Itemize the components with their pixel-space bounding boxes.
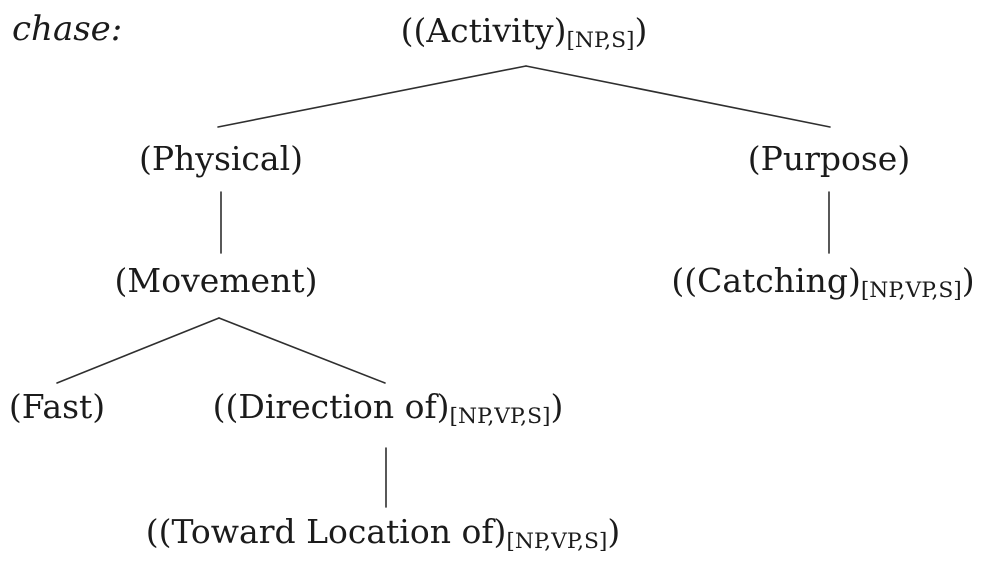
tree-node-direction-subscript: [NP,VP,S] <box>449 404 551 430</box>
tree-node-toward-subscript: [NP,VP,S] <box>506 529 608 555</box>
tree-node-fast: (Fast) <box>9 388 105 426</box>
tree-node-activity-close-paren: ) <box>634 11 648 50</box>
tree-node-toward: ((Toward Location of)[NP,VP,S]) <box>145 512 621 555</box>
word-label: chase: <box>12 9 123 49</box>
tree-node-direction-label: ((Direction of) <box>212 387 450 426</box>
tree-edge-movement-fast <box>56 317 220 384</box>
tree-node-activity: ((Activity)[NP,S]) <box>400 11 648 54</box>
tree-node-direction-close-paren: ) <box>550 387 564 426</box>
tree-node-catching: ((Catching)[NP,VP,S]) <box>671 261 975 304</box>
tree-node-toward-close-paren: ) <box>607 512 621 551</box>
tree-edge-activity-purpose <box>525 65 831 128</box>
tree-edge-activity-physical <box>217 65 527 128</box>
tree-node-activity-label: ((Activity) <box>400 11 567 50</box>
tree-node-physical-label: (Physical) <box>138 139 304 178</box>
tree-node-catching-label: ((Catching) <box>671 261 861 300</box>
tree-node-fast-label: (Fast) <box>8 387 106 426</box>
tree-node-activity-subscript: [NP,S] <box>566 28 635 54</box>
tree-node-physical: (Physical) <box>139 140 303 178</box>
tree-node-catching-close-paren: ) <box>961 261 975 300</box>
tree-node-movement: (Movement) <box>115 262 318 300</box>
tree-node-movement-label: (Movement) <box>114 261 318 300</box>
tree-node-direction: ((Direction of)[NP,VP,S]) <box>212 387 564 430</box>
tree-node-purpose-label: (Purpose) <box>747 139 911 178</box>
tree-node-purpose: (Purpose) <box>748 140 910 178</box>
tree-node-catching-subscript: [NP,VP,S] <box>860 278 962 304</box>
tree-node-toward-label: ((Toward Location of) <box>145 512 507 551</box>
tree-edge-movement-direction <box>218 317 386 384</box>
